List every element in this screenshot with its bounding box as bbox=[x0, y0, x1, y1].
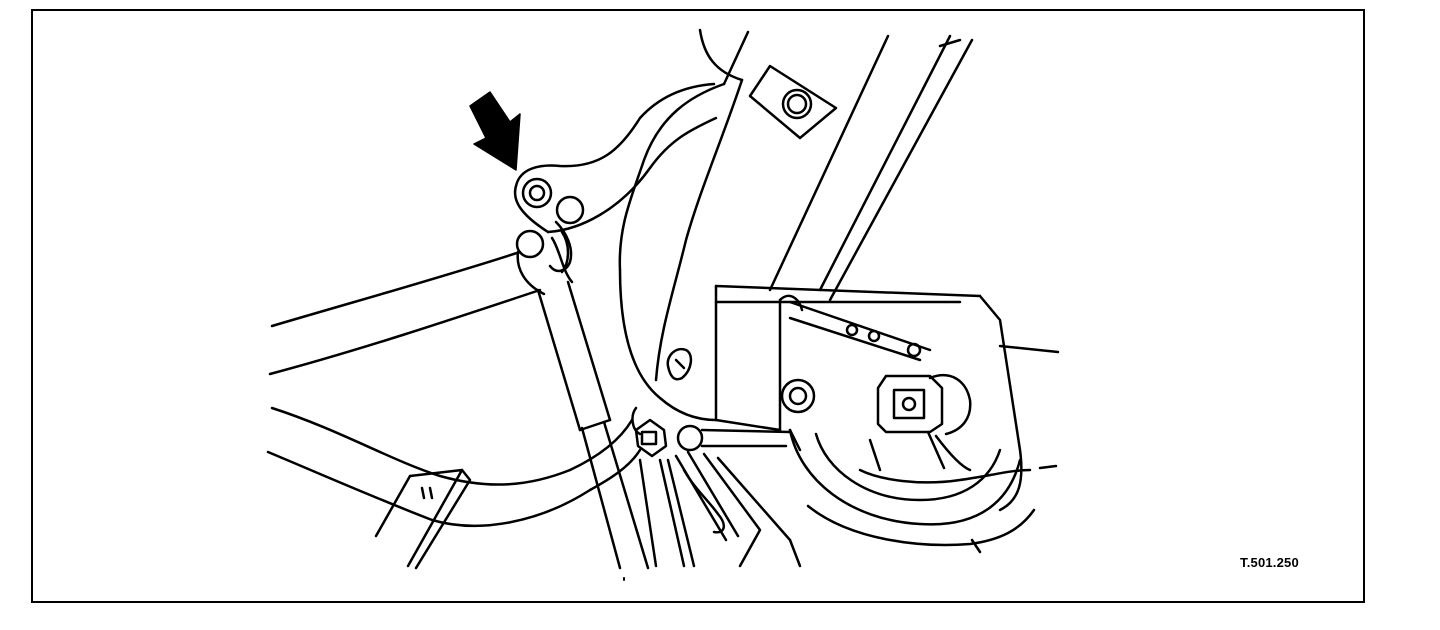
recliner-mechanism bbox=[788, 374, 1036, 554]
strut-end-bolt bbox=[515, 229, 545, 259]
indicator-arrow-icon bbox=[469, 91, 521, 171]
figure-frame bbox=[31, 9, 1365, 603]
figure-reference-code: T.501.250 bbox=[1240, 555, 1299, 570]
pivot-bolt-lower bbox=[555, 195, 585, 225]
seat-rails-left bbox=[266, 250, 642, 528]
link-bolt bbox=[676, 424, 704, 452]
lower-linkage bbox=[631, 406, 802, 568]
gas-strut bbox=[516, 236, 650, 570]
plate-bolt bbox=[781, 88, 813, 120]
diagonal-rails bbox=[768, 34, 974, 302]
housing-hole-2 bbox=[867, 329, 881, 343]
frame-member-upper bbox=[618, 28, 750, 422]
recliner-hub bbox=[892, 388, 926, 420]
upper-plate bbox=[748, 64, 838, 140]
pivot-bolts bbox=[515, 177, 585, 274]
housing-bolt bbox=[780, 378, 816, 414]
front-support-bar bbox=[374, 468, 472, 570]
housing-hole-3 bbox=[906, 342, 922, 358]
pivot-bolt-upper bbox=[521, 177, 553, 209]
recliner-housing bbox=[714, 284, 1060, 512]
housing-hole-1 bbox=[845, 323, 859, 337]
frame-slot bbox=[666, 347, 693, 381]
hinge-bracket bbox=[513, 82, 718, 234]
